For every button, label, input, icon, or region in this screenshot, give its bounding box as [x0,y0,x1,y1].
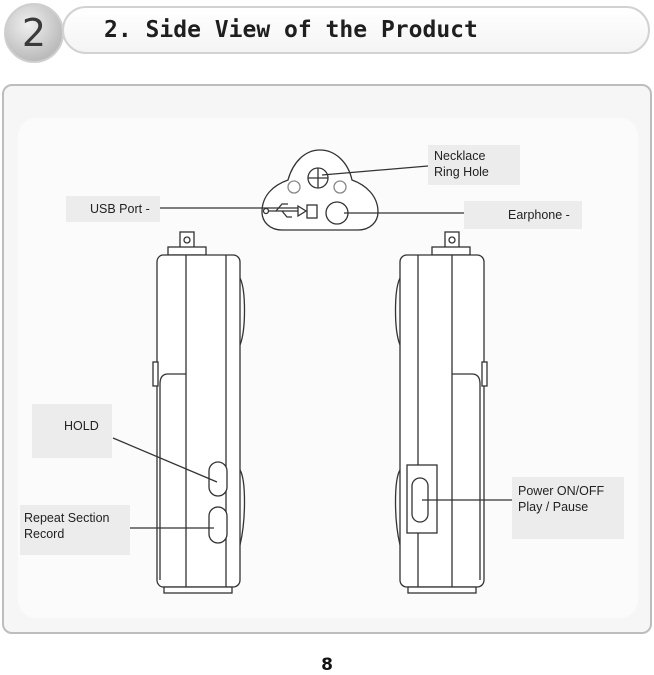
page-number: 8 [321,655,333,675]
label-power-play-pause: Power ON/OFF Play / Pause [512,477,624,539]
label-usb-port: USB Port - [66,196,160,222]
decorative-hole-right [333,180,347,194]
right-side-view [394,231,488,594]
hold-switch [208,461,228,497]
usb-port [306,204,318,219]
label-earphone: Earphone - [464,201,582,229]
page-title: 2. Side View of the Product [104,17,478,43]
label-necklace-ring-hole: Necklace Ring Hole [428,145,520,185]
section-badge: 2 [4,3,64,63]
lanyard-loop-left [179,231,195,249]
leader-hold [112,437,218,483]
leader-necklace [321,165,429,176]
repeat-record-button [208,506,228,544]
device-top-view [261,149,379,231]
usb-symbol-icon [262,203,308,218]
lanyard-loop-right [444,231,460,249]
decorative-hole-left [287,180,301,194]
left-side-view [152,231,246,594]
section-number: 2 [21,11,47,55]
label-hold: HOLD [32,404,112,458]
label-repeat-section-record: Repeat Section Record [20,505,130,555]
header-bar [62,6,650,54]
